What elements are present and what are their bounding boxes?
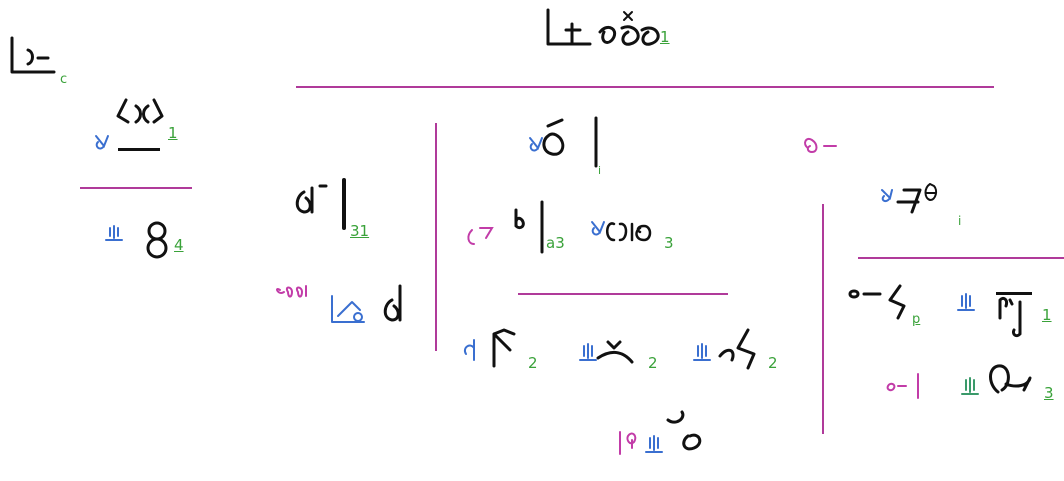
title-glyph-1: [546, 8, 592, 46]
blue-mark-bottom-center: [645, 435, 663, 453]
magenta-mark-top-right: [804, 138, 837, 154]
label-top-left-sub: c: [60, 72, 68, 87]
right-mid-overbar: [996, 292, 1032, 295]
blue-mark-center-arrow: [464, 339, 475, 361]
label-right-mid-right-sub: 1: [1042, 306, 1052, 324]
blue-mark-center-wave: [579, 343, 597, 361]
label-left-box-top-sub: 1: [168, 124, 178, 142]
right-left-bar: [822, 204, 824, 434]
label-center-a3: a3: [546, 234, 565, 252]
title-rule: [296, 86, 994, 88]
center-arrow-glyph: [492, 328, 516, 368]
label-bottom-row-2: 2: [648, 354, 658, 372]
label-right-top-sub: i: [958, 214, 962, 228]
blue-mark-right-bottom: [961, 377, 979, 395]
center-wave-glyph: [596, 340, 634, 364]
left-box-top-glyph: [116, 98, 164, 124]
bottom-center-glyph: [666, 410, 702, 451]
magenta-mark-left: [276, 285, 307, 298]
right-top-theta: [924, 183, 938, 201]
right-rule: [858, 257, 1064, 259]
blue-mark-left-box-low: [105, 225, 123, 241]
label-left-box-bottom-sub: 4: [174, 236, 184, 254]
blue-mark-left-box: [95, 135, 109, 150]
blue-mark-right-mid: [957, 293, 975, 311]
label-right-mid-left-sub: p: [912, 312, 921, 327]
center-row-glyph: [606, 222, 652, 242]
magenta-mark-right-bottom: [886, 373, 919, 399]
left-low-small-o: [353, 312, 363, 322]
title-glyph-2: [598, 25, 660, 46]
center-right-glyph: [718, 328, 756, 370]
center-rule: [518, 293, 728, 295]
right-mid-left-glyph: [848, 284, 906, 320]
center-left-bar: [435, 123, 437, 351]
label-center-top-sub: i: [598, 164, 602, 177]
right-top-seven: [896, 188, 922, 214]
left-box-rule: [80, 187, 192, 189]
left-low-d: [383, 284, 402, 322]
title-x: [623, 11, 633, 21]
label-right-bottom-sub: 3: [1044, 384, 1054, 402]
center-b-glyph: [514, 208, 525, 230]
magenta-mark-bottom: [619, 431, 637, 455]
label-left-mid-sub: 31: [350, 222, 370, 240]
blue-mark-right-top: [881, 189, 893, 203]
left-box-overbar: [118, 148, 160, 151]
label-center-right-sub: 3: [664, 234, 674, 252]
label-title-sub: 1: [660, 28, 670, 46]
left-mid-d: [295, 184, 328, 214]
center-top-glyph: [542, 116, 598, 168]
magenta-mark-center: [467, 227, 494, 245]
blue-mark-center-top: [529, 137, 543, 152]
right-mid-right-glyph: [998, 296, 1022, 338]
blue-mark-center-mid: [591, 221, 605, 236]
left-low-glyph: [331, 295, 365, 323]
left-box-circle-bottom: [146, 237, 168, 259]
label-bottom-row-3: 2: [768, 354, 778, 372]
blue-mark-center-right: [693, 343, 711, 361]
top-left-glyph: [10, 36, 56, 74]
right-bottom-glyph: [989, 364, 1032, 394]
label-bottom-row-1: 2: [528, 354, 538, 372]
